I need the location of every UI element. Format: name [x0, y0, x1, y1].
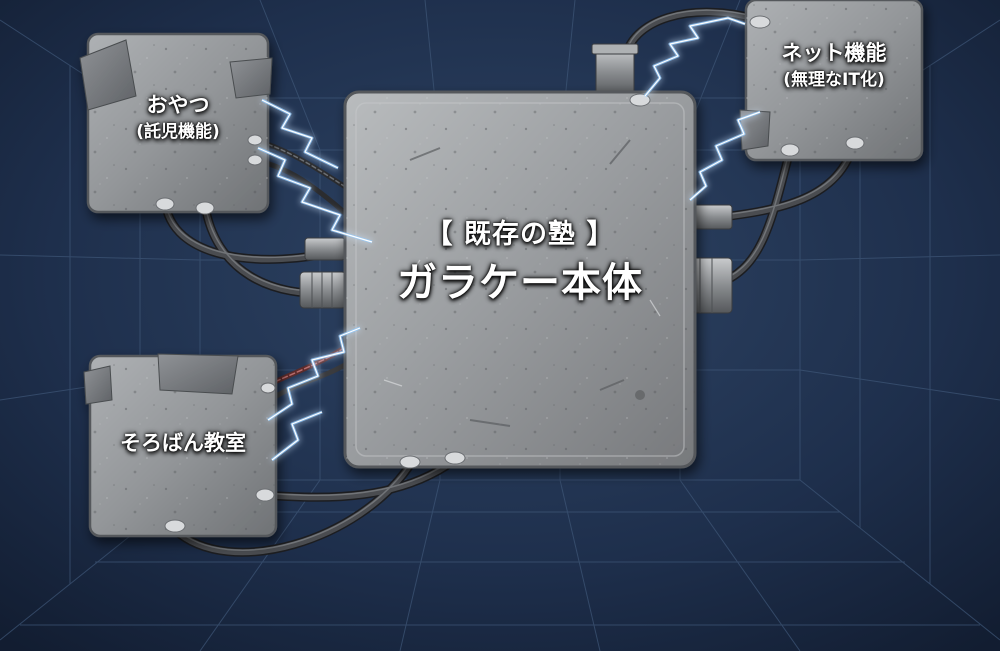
net-box-title: ネット機能: [781, 41, 887, 65]
main-box-subtitle: ガラケー本体: [397, 259, 643, 306]
net-box: [739, 0, 924, 162]
connector-top: [591, 43, 639, 97]
main-box-title: 【 既存の塾 】: [425, 219, 615, 250]
abacus-box-title: そろばん教室: [120, 431, 246, 455]
connector-right: [689, 204, 733, 314]
connector-left: [299, 237, 347, 309]
abacus-box-label: そろばん教室: [90, 430, 276, 456]
snack-box: [79, 32, 273, 214]
snack-box-title: おやつ: [146, 93, 210, 117]
cable-plugs: [155, 15, 865, 533]
net-box-label: ネット機能 (無理なIT化): [746, 40, 922, 92]
electric-sparks: [257, 16, 761, 462]
snack-box-label: おやつ (託児機能): [88, 92, 268, 144]
net-box-note: (無理なIT化): [783, 70, 885, 91]
abacus-box: [83, 353, 278, 538]
main-box-label: 【 既存の塾 】 ガラケー本体: [345, 218, 695, 308]
snack-box-note: (託児機能): [136, 122, 220, 143]
main-box: [343, 90, 697, 469]
cables: [160, 7, 860, 557]
